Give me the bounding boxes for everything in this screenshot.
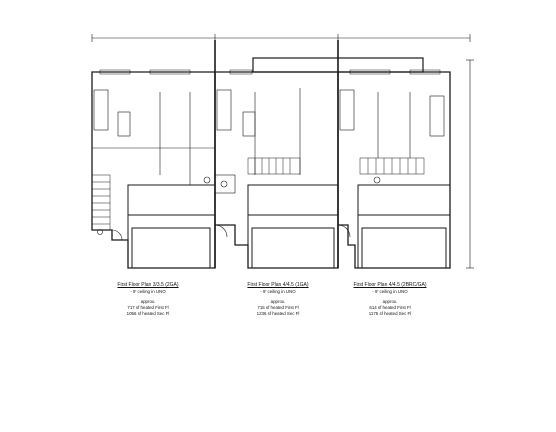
unit-3-first-floor-area: 614 sf heated First Fl [369,305,411,310]
unit-1-garage [127,184,216,269]
unit-1-caption: First Floor Plan 3/3.5 (2GA) - 9' ceilin… [78,282,218,317]
unit-3-second-floor-area: 1175 sf heated Sec Fl [368,311,412,316]
unit-1-ceiling-note: - 9' ceiling in UNO [130,289,166,294]
unit-1-second-floor-area: 1056 sf heated Sec Fl [126,311,170,316]
unit-2-garage [247,184,339,269]
unit-1-title: First Floor Plan 3/3.5 (2GA) [117,282,179,288]
unit-2-ceiling-note: - 9' ceiling in UNO [260,289,296,294]
unit-3-outline [338,71,451,269]
unit-3-garage [357,184,451,269]
unit-2-outline [215,71,339,269]
unit-2-title: First Floor Plan 4/4.5 (1GA) [247,282,309,288]
unit-2-second-floor-area: 1236 sf heated Sec Fl [256,311,300,316]
unit-3-approx-label: approx. [382,299,398,304]
unit-1-outline [91,71,216,269]
unit-1-first-floor-area: 717 sf heated First Fl [127,305,169,310]
unit-2-stair [247,157,301,175]
unit-3-title: First Floor Plan 4/4.5 (2BRC/GA) [353,282,427,288]
unit-3-caption: First Floor Plan 4/4.5 (2BRC/GA) - 9' ce… [320,282,460,317]
unit-1-approx-label: approx. [140,299,156,304]
unit-2-first-floor-area: 715 sf heated First Fl [257,305,299,310]
unit-3-ceiling-note: - 9' ceiling in UNO [372,289,408,294]
unit-2-caption: First Floor Plan 4/4.5 (1GA) - 9' ceilin… [208,282,348,317]
unit-2-approx-label: approx. [270,299,286,304]
unit-1-stair [91,174,111,231]
